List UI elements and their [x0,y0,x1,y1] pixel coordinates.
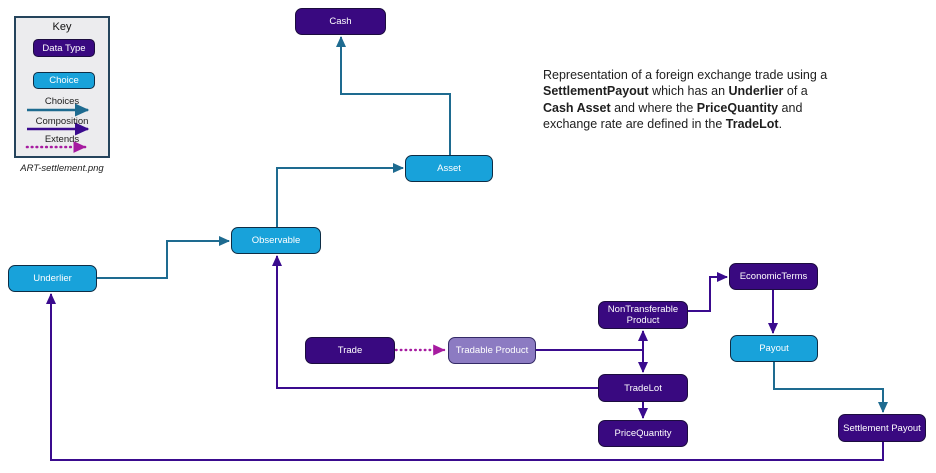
node-economic-terms: EconomicTerms [729,263,818,290]
edge-nontransferableproduct-economicterms [688,272,728,312]
key-legend-label-extends: Extends [44,134,80,145]
node-price-quantity: PriceQuantity [598,420,688,447]
description-text: Representation of a foreign exchange tra… [543,68,828,132]
node-trade: Trade [305,337,395,364]
key-legend-label-choices: Choices [44,96,80,107]
node-payout: Payout [730,335,818,362]
key-legend-label-composition: Composition [35,115,89,127]
node-cash: Cash [295,8,386,35]
edge-settlementpayout-underlier [46,293,884,461]
edge-payout-settlementpayout [773,362,888,413]
edge-asset-cash [336,36,451,155]
edge-observable-asset [276,163,404,227]
node-settlement-payout: Settlement Payout [838,414,926,442]
node-nontransferable-product: NonTransferable Product [598,301,688,329]
key-data-type-chip: Data Type [33,39,95,57]
node-observable: Observable [231,227,321,254]
key-choice-chip: Choice [33,72,95,89]
node-tradelot: TradeLot [598,374,688,402]
node-underlier: Underlier [8,265,97,292]
node-tradable-product: Tradable Product [448,337,536,364]
file-caption: ART-settlement.png [20,163,104,174]
key-title: Key [52,21,72,33]
edge-tradelot-observable [272,255,598,389]
edge-underlier-observable [97,236,230,279]
node-asset: Asset [405,155,493,182]
